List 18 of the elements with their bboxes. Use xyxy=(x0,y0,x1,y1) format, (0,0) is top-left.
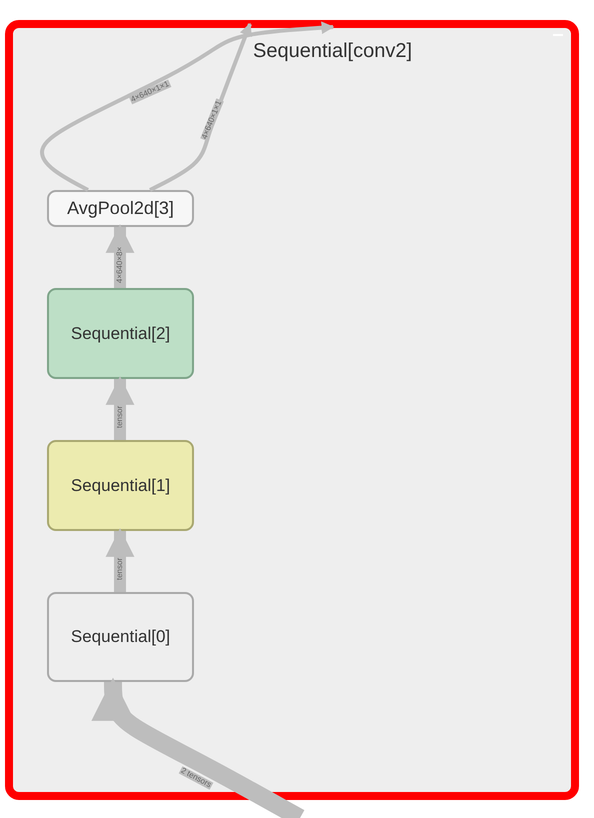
group-container xyxy=(5,20,579,800)
arrow xyxy=(40,21,334,192)
module-box xyxy=(47,288,194,379)
module-box xyxy=(47,592,194,682)
module-label: Sequential[1] xyxy=(70,476,170,496)
edge-label: 4×640×8× xyxy=(116,246,124,284)
arrow xyxy=(91,676,304,818)
module-label: Sequential[2] xyxy=(70,324,170,344)
arrow xyxy=(106,376,134,440)
group-title: Sequential[conv2] xyxy=(253,40,412,63)
module-label: AvgPool2d[3] xyxy=(67,198,174,219)
edge-label: tensor xyxy=(116,404,124,430)
edge-label: tensor xyxy=(116,556,124,582)
arrow xyxy=(106,224,134,288)
arrow xyxy=(106,528,134,592)
module-label: Sequential[0] xyxy=(70,627,170,647)
module-box xyxy=(47,440,194,531)
module-box xyxy=(47,190,194,227)
